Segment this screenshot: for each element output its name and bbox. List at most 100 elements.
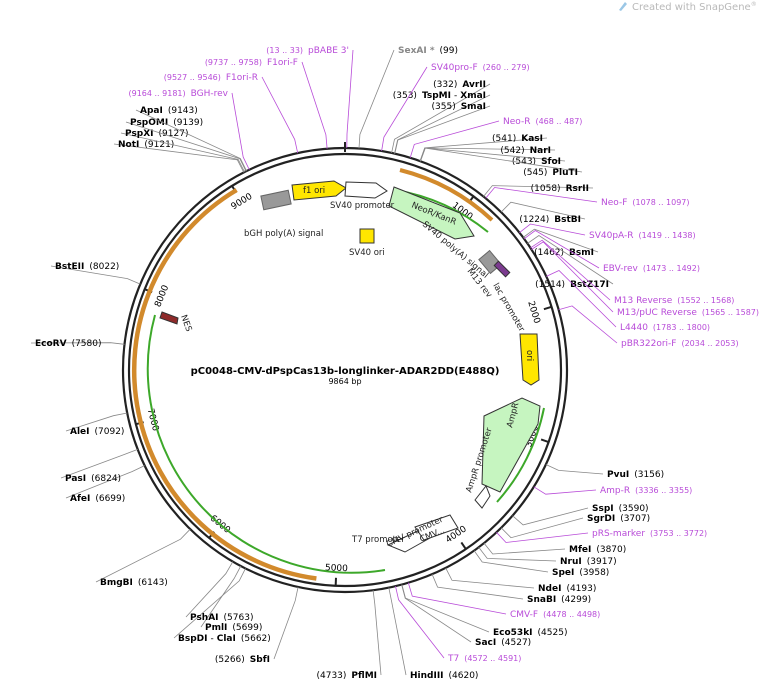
primer-label[interactable]: (9164 .. 9181)BGH-rev [128, 89, 228, 99]
site-position: (4733) [316, 671, 346, 680]
site-name: SfoI [541, 157, 561, 167]
primer-range: (1783 .. 1800) [653, 323, 710, 332]
primer-label[interactable]: (9527 .. 9546)F1ori-R [164, 73, 258, 83]
restriction-site-label[interactable]: PspOMI(9139) [130, 118, 203, 128]
leader-line [478, 546, 557, 562]
restriction-site-label[interactable]: SexAI * (99) [398, 46, 458, 56]
site-name: SacI [475, 638, 496, 648]
primer-label[interactable]: T7 (4572 .. 4591) [447, 654, 521, 664]
restriction-site-label[interactable]: PvuI(3156) [607, 470, 664, 480]
primer-label[interactable]: Amp-R(3336 .. 3355) [600, 486, 692, 496]
restriction-site-label[interactable]: BmgBI(6143) [100, 578, 168, 588]
primer-range: (9737 .. 9758) [205, 58, 262, 67]
restriction-site-label[interactable]: (332)AvrII [433, 80, 486, 90]
primer-label[interactable]: SV40pro-F(260 .. 279) [431, 63, 530, 73]
restriction-site-label[interactable]: NotI(9121) [118, 140, 174, 150]
restriction-site-label[interactable]: (1462)BsmI [534, 248, 594, 258]
restriction-site-label[interactable]: NruI(3917) [560, 557, 617, 567]
watermark[interactable]: Created with SnapGene® [619, 1, 757, 13]
leader-line [261, 76, 299, 154]
site-separator: - [210, 634, 213, 644]
primer-label[interactable]: pRS-marker(3753 .. 3772) [592, 529, 707, 539]
orf-arc-orange-neo [399, 168, 494, 222]
primer-label[interactable]: CMV-F(4478 .. 4498) [510, 610, 600, 620]
restriction-site-label[interactable]: (5266)SbfI [215, 655, 270, 665]
leader-line [65, 412, 128, 432]
primer-label[interactable]: (13 .. 33)pBABE 3' [266, 46, 349, 56]
primer-label[interactable]: M13/pUC Reverse(1565 .. 1587) [617, 308, 759, 318]
restriction-site-label[interactable]: SpeI(3958) [552, 568, 609, 578]
leader-line [401, 584, 472, 643]
leader-line [185, 561, 234, 618]
restriction-site-label[interactable]: PmlI (5699) [205, 623, 262, 633]
restriction-site-label[interactable]: (1058)RsrII [531, 184, 589, 194]
restriction-site-label[interactable]: (353)TspMI-XmaI [393, 91, 486, 101]
restriction-site-label[interactable]: SspI(3590) [592, 504, 649, 514]
restriction-site-label[interactable]: PspXI(9127) [125, 129, 188, 139]
primer-name: pRS-marker [592, 529, 645, 539]
restriction-site-label[interactable]: AleI(7092) [70, 427, 124, 437]
site-name: PvuI [607, 470, 629, 480]
restriction-site-label[interactable]: (355)SmaI [432, 102, 487, 112]
restriction-site-label[interactable]: PasI(6824) [65, 474, 121, 484]
site-position: (3870) [596, 545, 626, 555]
restriction-site-label[interactable]: ApaI(9143) [140, 106, 198, 116]
feature-label-ori: ori [524, 350, 534, 361]
restriction-site-label[interactable]: (541)KasI [492, 134, 543, 144]
primer-label[interactable]: EBV-rev(1473 .. 1492) [603, 264, 700, 274]
plasmid-name: pC0048-CMV-dPspCas13b-longlinker-ADAR2DD… [191, 366, 500, 377]
bgh-polya-box [260, 189, 292, 211]
restriction-site-label[interactable]: SnaBI(4299) [527, 595, 591, 605]
primer-label[interactable]: L4440(1783 .. 1800) [620, 323, 710, 333]
primer-label[interactable]: (9737 .. 9758)F1ori-F [205, 58, 298, 68]
restriction-site-label[interactable]: (1514)BstZ17I [535, 280, 609, 290]
site-position: (541) [492, 134, 516, 144]
site-position: (5699) [232, 623, 262, 633]
restriction-site-label[interactable]: (542)NarI [500, 146, 551, 156]
primer-label[interactable]: Neo-F(1078 .. 1097) [601, 198, 690, 208]
restriction-site-label[interactable]: SgrDI(3707) [587, 514, 650, 524]
primer-label[interactable]: Neo-R(468 .. 487) [503, 117, 582, 127]
restriction-site-label[interactable]: Eco53kI(4525) [493, 628, 567, 638]
sv40-polya-box [478, 249, 502, 275]
primer-label[interactable]: M13 Reverse(1552 .. 1568) [614, 296, 734, 306]
restriction-site-label[interactable]: AfeI(6699) [70, 494, 125, 504]
primer-label[interactable]: pBR322ori-F(2034 .. 2053) [621, 339, 739, 349]
leader-line [530, 239, 611, 301]
primer-name: T7 [447, 654, 459, 664]
site-position: (545) [523, 168, 547, 178]
restriction-site-label[interactable]: NdeI(4193) [538, 584, 596, 594]
site-name: SexAI * [398, 46, 435, 56]
leader-line [394, 105, 491, 154]
primer-range: (9164 .. 9181) [128, 89, 185, 98]
restriction-site-label[interactable]: SacI(4527) [475, 638, 531, 648]
site-name-2: ClaI [217, 634, 236, 644]
leader-line [346, 49, 354, 149]
primer-range: (4572 .. 4591) [464, 654, 521, 663]
restriction-site-label[interactable]: MfeI(3870) [569, 545, 626, 555]
restriction-site-label[interactable]: BstEII(8022) [55, 262, 119, 272]
restriction-site-label[interactable]: (4733)PflMI [316, 671, 377, 680]
site-name: BspDI [178, 634, 207, 644]
site-name: PmlI [205, 623, 227, 633]
site-name: BstZ17I [570, 280, 609, 290]
restriction-site-label[interactable]: HindIII(4620) [410, 671, 478, 680]
sv40-ori-box [359, 228, 375, 244]
site-name: ApaI [140, 106, 163, 116]
primer-name: M13/pUC Reverse [617, 308, 697, 318]
restriction-site-label[interactable]: BspDI-ClaI(5662) [178, 634, 271, 644]
tick-mark [540, 438, 549, 444]
tick-mark [543, 305, 552, 311]
restriction-site-label[interactable]: EcoRV(7580) [35, 339, 102, 349]
restriction-site-label[interactable]: (1224)BstBI [519, 215, 581, 225]
ampr-promoter-arrow [474, 485, 491, 509]
restriction-site-label[interactable]: (545)PluTI [523, 168, 578, 178]
site-name: BstBI [554, 215, 581, 225]
primer-label[interactable]: SV40pA-R(1419 .. 1438) [589, 231, 696, 241]
restriction-site-label[interactable]: PshAI(5763) [190, 613, 253, 623]
site-position: (7580) [72, 339, 102, 349]
cmv-enh-arrow [414, 514, 459, 541]
restriction-site-label[interactable]: (543)SfoI [512, 157, 561, 167]
site-position: (99) [440, 46, 458, 56]
primer-name: pBR322ori-F [621, 339, 676, 349]
